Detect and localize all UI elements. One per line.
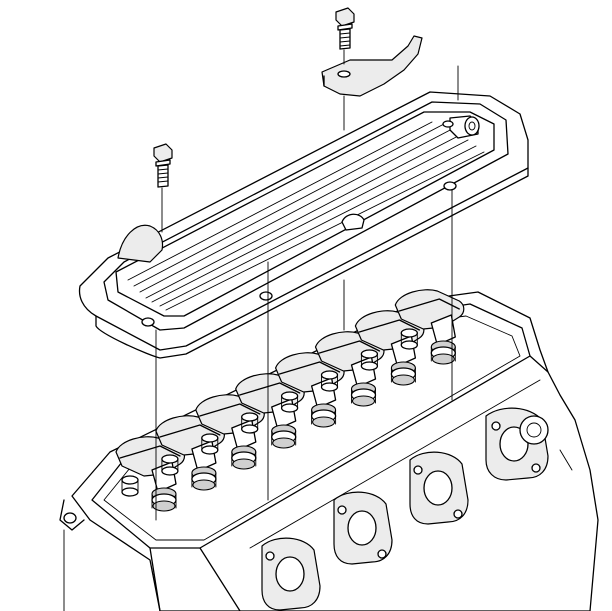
alignment-lines (63, 49, 459, 611)
bolt-left (153, 143, 173, 188)
port-flange (409, 451, 469, 525)
rocker-arm-assembly (115, 289, 465, 512)
rocker-arm (115, 436, 186, 512)
bracket (321, 35, 423, 97)
cylinder-head (59, 291, 599, 611)
rocker-arm (275, 352, 345, 428)
port-flange (333, 491, 393, 565)
port-flange (261, 537, 321, 611)
valve-cover (78, 91, 529, 359)
rocker-arm (394, 289, 465, 365)
rocker-arm (235, 373, 305, 449)
bolt-upper (335, 7, 355, 50)
